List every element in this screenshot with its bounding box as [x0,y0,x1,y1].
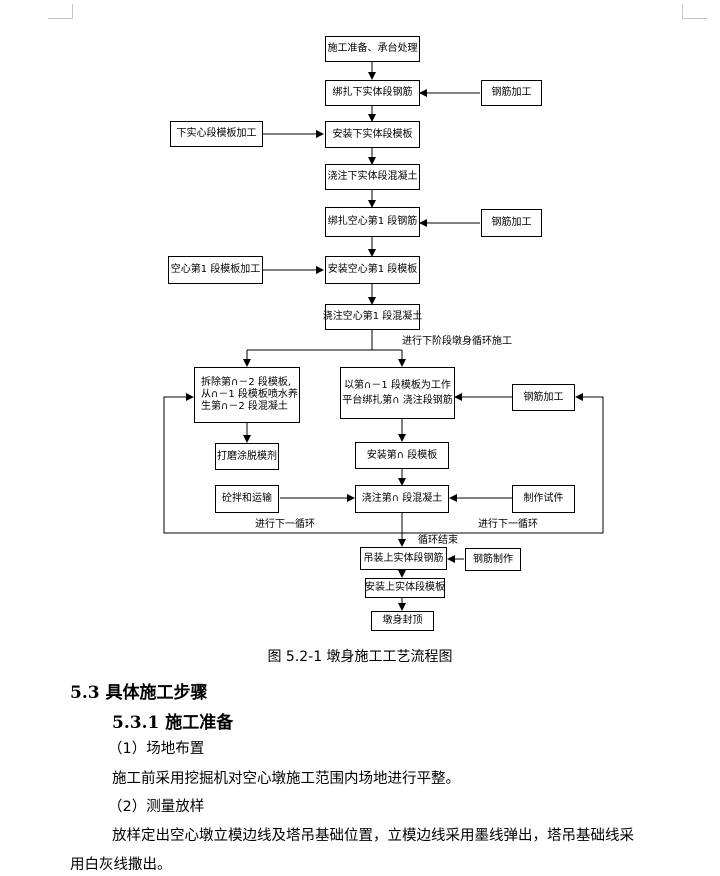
step-rebar-processing: 钢筋加工 [512,384,575,411]
page-corner-mark [682,4,707,19]
label-cycle-end: 循环结束 [418,535,458,546]
step-pour-hollow1-concrete: 浇注空心第1 段混凝土 [323,304,422,330]
step-lower-formwork-make: 下实心段模板加工 [170,121,263,147]
list-item-site-layout: （1）场地布置 [108,741,205,757]
step-install-lower-formwork: 安装下实体段模板 [325,121,420,148]
paragraph-survey-line1: 放样定出空心墩立模边线及塔吊基础位置，立模边线采用墨线弹出，塔吊基础线采 [112,828,634,844]
step-rebar-processing: 钢筋加工 [481,209,542,237]
step-make-test-pieces: 制作试件 [512,485,575,513]
label-next-cycle-left: 进行下一循环 [255,519,315,530]
step-platform-tie-rebar: 以第∩－1 段模板为工作 平台绑扎第∩ 浇注段钢筋 [340,367,455,419]
step-platform-line: 平台绑扎第∩ 浇注段钢筋 [342,394,453,406]
step-polish-release-agent: 打磨涂脱模剂 [215,443,279,470]
step-tie-hollow1-rebar: 绑扎空心第1 段钢筋 [325,207,420,237]
label-next-stage: 进行下阶段墩身循环施工 [402,336,512,347]
step-rebar-processing: 钢筋加工 [481,80,542,106]
step-hoist-upper-rebar: 吊装上实体段钢筋 [360,547,447,570]
step-install-hollow1-formwork: 安装空心第1 段模板 [325,256,420,284]
label-next-cycle-right: 进行下一循环 [478,519,538,530]
list-item-survey-layout: （2）测量放样 [108,799,205,815]
step-install-upper-formwork: 安装上实体段模板 [365,578,445,598]
step-pour-n-concrete: 浇注第∩ 段混凝土 [355,485,449,513]
figure-caption: 图 5.2-1 墩身施工工艺流程图 [267,649,453,665]
step-remove-formwork-line: 拆除第∩－2 段模板, [201,377,292,388]
step-install-n-formwork: 安装第∩ 段模板 [355,442,449,469]
step-tie-lower-rebar: 绑扎下实体段钢筋 [325,80,420,106]
paragraph-site-leveling: 施工前采用挖掘机对空心墩施工范围内场地进行平整。 [112,771,460,787]
step-rebar-fabrication: 钢筋制作 [465,548,521,571]
step-remove-formwork-line: 生第∩－2 段混凝土 [201,401,288,412]
paragraph-survey-line2: 用白灰线撒出。 [70,857,172,873]
subsection-heading: 5.3.1 施工准备 [112,713,234,733]
step-remove-formwork-line: 从∩－1 段模板喷水养 [201,389,298,400]
step-platform-line: 以第∩－1 段模板为工作 [344,379,451,391]
step-pier-top-seal: 墩身封顶 [371,611,434,631]
step-concrete-mixing: 砼拌和运输 [215,485,279,513]
flowchart-connectors [163,62,604,611]
section-heading: 5.3 具体施工步骤 [70,683,208,703]
step-hollow1-formwork-make: 空心第1 段模板加工 [168,256,263,284]
step-remove-formwork: 拆除第∩－2 段模板, 从∩－1 段模板喷水养 生第∩－2 段混凝土 [194,367,300,423]
page-corner-mark [48,4,73,19]
step-pour-lower-concrete: 浇注下实体段混凝土 [325,164,420,190]
step-prep: 施工准备、承台处理 [325,36,420,62]
